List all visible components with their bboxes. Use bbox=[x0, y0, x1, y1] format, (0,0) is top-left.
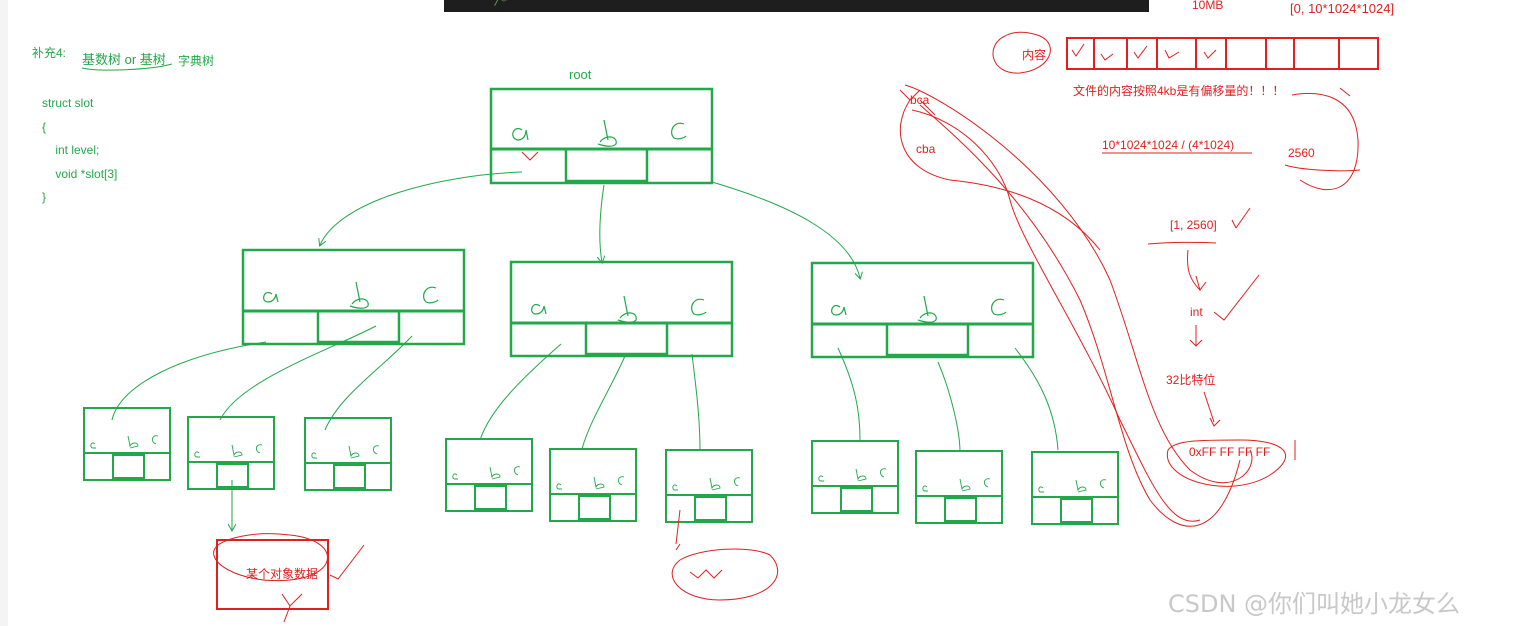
code-line-3: int level; bbox=[42, 143, 100, 157]
level1-node-right bbox=[810, 261, 1035, 359]
struct-slot-code: struct slot { int level; void *slot[3]} bbox=[42, 92, 117, 210]
bits32-label: 32比特位 bbox=[1166, 373, 1216, 387]
level1-node-middle bbox=[509, 260, 734, 358]
range-2560-label: [1, 2560] bbox=[1170, 218, 1217, 232]
range-label: [0, 10*1024*1024] bbox=[1290, 1, 1395, 16]
offset-note: 文件的内容按照4kb是有偏移量的！！！ bbox=[1073, 84, 1285, 98]
trie-label: 字典树 bbox=[178, 54, 215, 68]
radix-tree-label: 基数树 or 基树 bbox=[82, 52, 166, 67]
code-comment: /* bbox=[494, 0, 508, 8]
code-line-4: void *slot[3] bbox=[42, 166, 118, 181]
left-margin-bar bbox=[0, 0, 8, 626]
root-label: root bbox=[569, 67, 592, 82]
content-bar bbox=[1066, 37, 1379, 70]
root-node bbox=[489, 87, 714, 185]
object-data-label: 某个对象数据 bbox=[246, 567, 319, 581]
cba-label: cba bbox=[916, 142, 936, 156]
radix-tree-underline bbox=[81, 63, 173, 71]
supplement-label: 补充4: bbox=[32, 46, 67, 60]
code-line-2: { bbox=[42, 119, 47, 134]
page-count-label: 2560 bbox=[1288, 146, 1315, 160]
code-editor-strip: /* bbox=[444, 0, 1149, 12]
content-label: 内容 bbox=[1022, 48, 1047, 62]
red-annotations bbox=[671, 31, 1361, 601]
hex-value-label: 0xFF FF FF FF bbox=[1189, 445, 1271, 459]
code-line-5: } bbox=[42, 190, 47, 204]
int-label: int bbox=[1190, 305, 1203, 319]
content-checkmarks bbox=[1071, 43, 1217, 61]
leaf-letters bbox=[90, 435, 1107, 493]
csdn-watermark: CSDN @你们叫她小龙女么 bbox=[1168, 590, 1461, 618]
bca-label: bca bbox=[910, 93, 930, 107]
division-label: 10*1024*1024 / (4*1024) bbox=[1102, 138, 1235, 152]
root-node-letters bbox=[512, 119, 687, 147]
code-line-1: struct slot bbox=[42, 96, 94, 110]
tree-connectors bbox=[111, 171, 1059, 530]
file-size-label: 10MB bbox=[1192, 0, 1224, 12]
level1-node-left bbox=[241, 248, 466, 346]
object-data-box bbox=[213, 533, 365, 623]
small-tick-marks bbox=[521, 151, 539, 161]
level1-letters bbox=[263, 281, 1007, 323]
leaf-nodes bbox=[83, 407, 1119, 525]
